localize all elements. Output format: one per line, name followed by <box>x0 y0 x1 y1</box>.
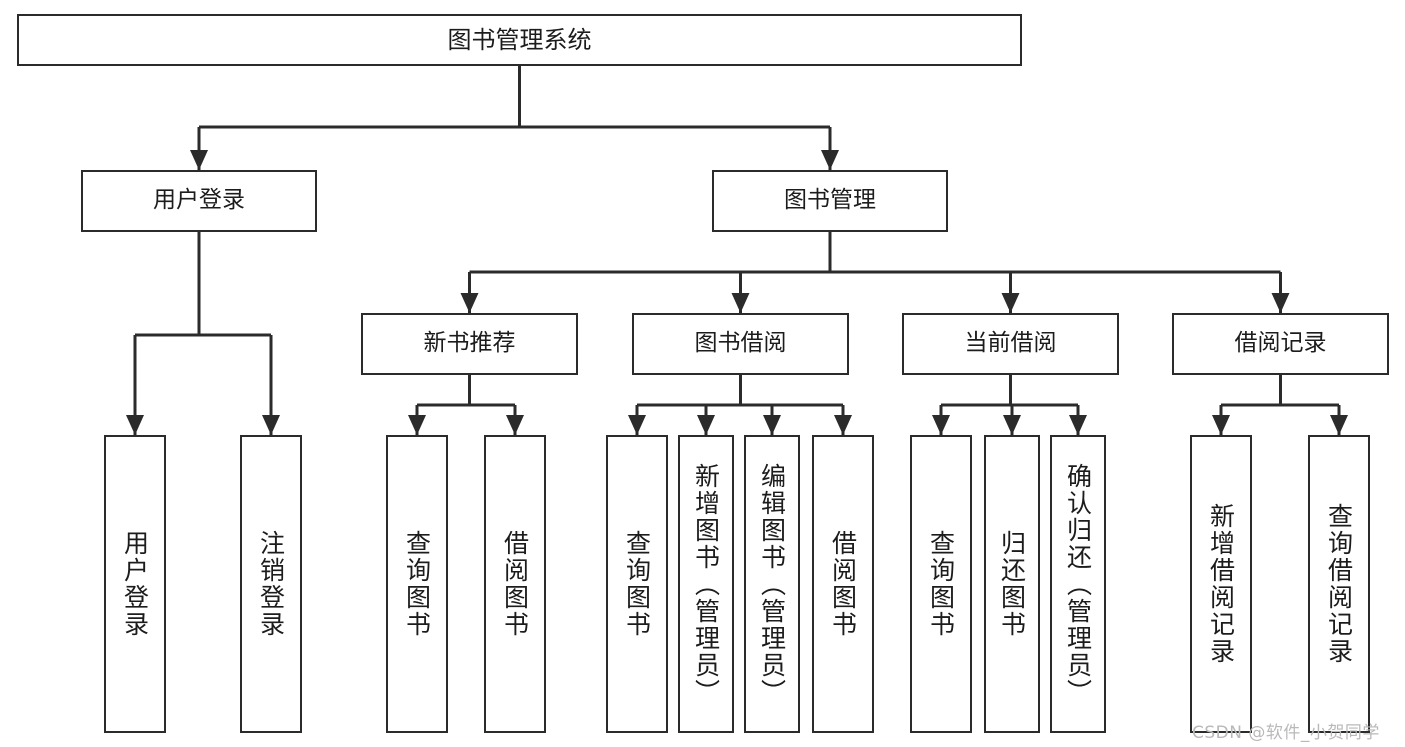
arrowhead-icon <box>834 415 852 435</box>
node-borrow-record[interactable]: 借阅记录 <box>1172 313 1389 375</box>
node-leaf-borrow-book-1[interactable]: 借阅图书 <box>484 435 546 733</box>
node-label: 查询图书 <box>926 530 956 638</box>
node-leaf-query-book-1[interactable]: 查询图书 <box>386 435 448 733</box>
node-label: 借阅图书 <box>828 530 858 638</box>
arrowhead-icon <box>1330 415 1348 435</box>
arrowhead-icon <box>408 415 426 435</box>
node-label: 图书管理系统 <box>447 25 592 54</box>
node-label: 归还图书 <box>997 530 1027 638</box>
node-leaf-confirm-return[interactable]: 确认归还（管理员） <box>1050 435 1106 733</box>
arrowhead-icon <box>506 415 524 435</box>
arrowhead-icon <box>697 415 715 435</box>
node-current-borrow[interactable]: 当前借阅 <box>902 313 1119 375</box>
arrowhead-icon <box>932 415 950 435</box>
node-new-book-rec[interactable]: 新书推荐 <box>361 313 578 375</box>
node-leaf-user-login[interactable]: 用户登录 <box>104 435 166 733</box>
node-label: 查询图书 <box>622 530 652 638</box>
node-leaf-query-record[interactable]: 查询借阅记录 <box>1308 435 1370 733</box>
node-label: 新增借阅记录 <box>1206 503 1236 665</box>
node-label: 借阅记录 <box>1234 330 1327 357</box>
node-label: 当前借阅 <box>964 330 1057 357</box>
node-root[interactable]: 图书管理系统 <box>17 14 1022 66</box>
node-leaf-edit-book[interactable]: 编辑图书（管理员） <box>744 435 800 733</box>
arrowhead-icon <box>821 150 839 170</box>
arrowhead-icon <box>460 293 479 313</box>
arrowhead-icon <box>1069 415 1087 435</box>
node-leaf-borrow-book-2[interactable]: 借阅图书 <box>812 435 874 733</box>
node-leaf-return-book[interactable]: 归还图书 <box>984 435 1040 733</box>
node-label: 确认归还（管理员） <box>1063 462 1093 706</box>
arrowhead-icon <box>190 150 208 170</box>
node-label: 图书借阅 <box>694 330 787 357</box>
node-label: 新书推荐 <box>423 330 516 357</box>
arrowhead-icon <box>1001 293 1020 313</box>
arrowhead-icon <box>1271 293 1290 313</box>
arrowhead-icon <box>262 415 280 435</box>
node-leaf-query-book-3[interactable]: 查询图书 <box>910 435 972 733</box>
node-label: 编辑图书（管理员） <box>757 462 787 706</box>
node-label: 图书管理 <box>784 187 876 214</box>
node-label: 查询图书 <box>402 530 432 638</box>
node-label: 查询借阅记录 <box>1324 503 1354 665</box>
node-user-login[interactable]: 用户登录 <box>81 170 317 232</box>
node-label: 借阅图书 <box>500 530 530 638</box>
arrowhead-icon <box>1212 415 1230 435</box>
arrowhead-icon <box>628 415 646 435</box>
arrowhead-icon <box>763 415 781 435</box>
node-book-manage[interactable]: 图书管理 <box>712 170 948 232</box>
node-label: 新增图书（管理员） <box>691 462 721 706</box>
node-leaf-user-logout[interactable]: 注销登录 <box>240 435 302 733</box>
arrowhead-icon <box>126 415 144 435</box>
arrowhead-icon <box>1003 415 1021 435</box>
node-label: 用户登录 <box>120 530 150 638</box>
node-leaf-add-record[interactable]: 新增借阅记录 <box>1190 435 1252 733</box>
arrowhead-icon <box>731 293 750 313</box>
node-label: 用户登录 <box>153 187 245 214</box>
node-leaf-query-book-2[interactable]: 查询图书 <box>606 435 668 733</box>
node-label: 注销登录 <box>256 530 286 638</box>
node-leaf-add-book[interactable]: 新增图书（管理员） <box>678 435 734 733</box>
node-book-borrow[interactable]: 图书借阅 <box>632 313 849 375</box>
